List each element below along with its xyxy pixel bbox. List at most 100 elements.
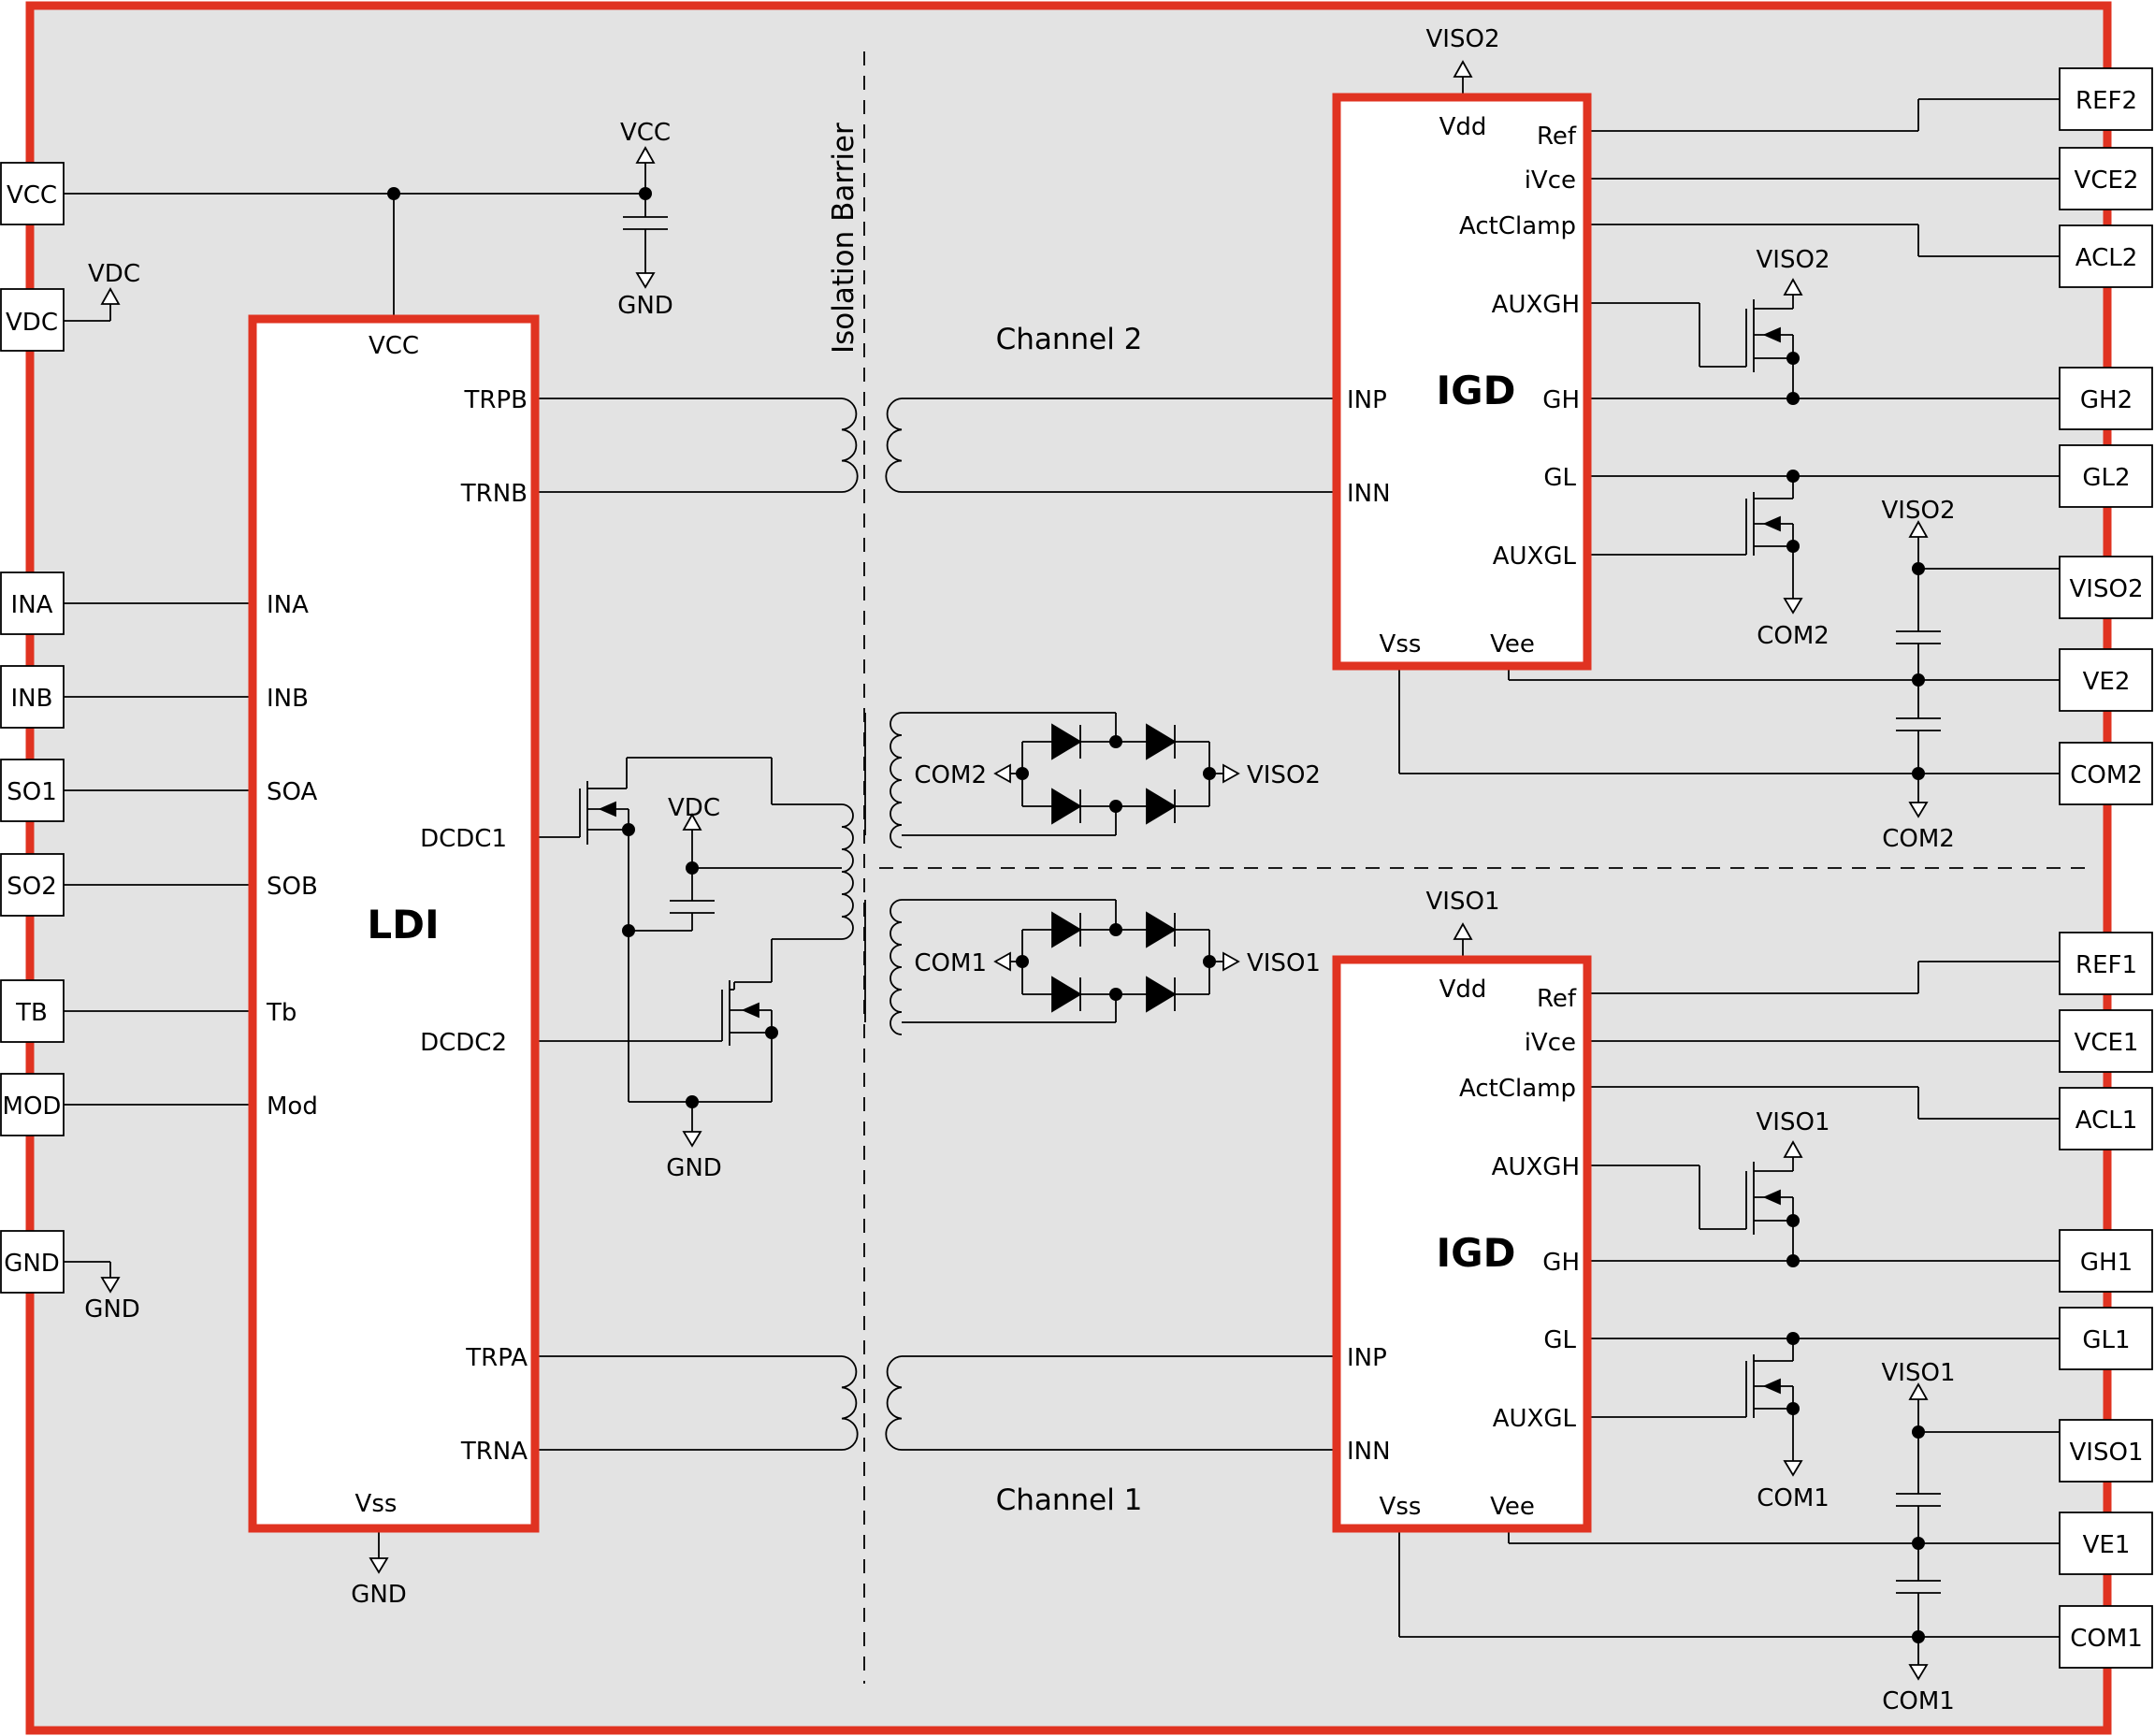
rect1-com-label: COM1 bbox=[914, 949, 987, 977]
channel-1-label: Channel 1 bbox=[996, 1483, 1143, 1517]
viso1-top-label: VISO1 bbox=[1426, 888, 1500, 916]
rail-gnd-label: GND bbox=[617, 292, 673, 320]
ldi-pin-vss: Vss bbox=[355, 1490, 398, 1518]
com1-auxgl-label: COM1 bbox=[1757, 1484, 1830, 1512]
igd1-pin-gh: GH bbox=[1542, 1249, 1580, 1277]
port-inb: INB bbox=[11, 685, 53, 713]
igd2-pin-ivce: iVce bbox=[1525, 166, 1576, 195]
rect1-viso-label: VISO1 bbox=[1247, 949, 1321, 977]
ldi-pin-trpb: TRPB bbox=[464, 386, 528, 414]
com1-cap-label: COM1 bbox=[1882, 1687, 1955, 1715]
right-ports-ch2: REF2 VCE2 ACL2 GH2 GL2 VISO2 VE2 COM2 bbox=[2059, 67, 2153, 805]
rail-gnd-ldi-label: GND bbox=[351, 1581, 407, 1609]
ldi-pin-sob: SOB bbox=[267, 873, 318, 901]
rail-gnd-dcdc-label: GND bbox=[666, 1154, 722, 1182]
port-vcc: VCC bbox=[7, 181, 57, 210]
left-ports: VCC VDC INA INB SO1 SO2 TB MOD GND bbox=[0, 162, 65, 1294]
viso1-cap-label: VISO1 bbox=[1882, 1359, 1956, 1387]
rail-labels: VCC GND VDC GND VDC GND GND bbox=[84, 119, 722, 1609]
viso2-top-label: VISO2 bbox=[1426, 25, 1500, 53]
igd1-pin-inp: INP bbox=[1347, 1344, 1387, 1372]
port-ve2: VE2 bbox=[2083, 668, 2131, 696]
igd2-chip: IGD Vdd Ref iVce ActClamp AUXGH GH GL AU… bbox=[1332, 93, 1592, 671]
igd1-pin-auxgl: AUXGL bbox=[1493, 1405, 1577, 1433]
ldi-pin-inb: INB bbox=[267, 685, 309, 713]
rail-gnd-left-label: GND bbox=[84, 1295, 140, 1324]
rail-vdc-label: VDC bbox=[88, 260, 140, 288]
igd1-pin-inn: INN bbox=[1347, 1438, 1391, 1466]
igd2-name: IGD bbox=[1437, 368, 1516, 413]
rect2-com-label: COM2 bbox=[914, 761, 987, 789]
channel-2-label: Channel 2 bbox=[996, 323, 1143, 356]
igd2-pin-actclamp: ActClamp bbox=[1459, 212, 1576, 240]
rectifier-ch1: COM1 VISO1 bbox=[864, 899, 1321, 1035]
ldi-pin-trpa: TRPA bbox=[465, 1344, 528, 1372]
ch2-output-wiring: VISO2 VISO2 COM2 VISO2 COM2 bbox=[1398, 25, 2060, 853]
rectifier-ch2: COM2 VISO2 bbox=[864, 712, 1321, 848]
igd1-pin-gl: GL bbox=[1543, 1326, 1576, 1354]
igd2-pin-vee: Vee bbox=[1490, 630, 1535, 658]
port-acl1: ACL1 bbox=[2075, 1107, 2138, 1135]
ldi-name: LDI bbox=[367, 902, 439, 948]
left-wiring bbox=[64, 146, 668, 1574]
port-ve1: VE1 bbox=[2083, 1531, 2131, 1559]
port-gl1: GL1 bbox=[2082, 1326, 2130, 1354]
port-ref2: REF2 bbox=[2075, 87, 2137, 115]
viso1-auxgh-label: VISO1 bbox=[1757, 1108, 1830, 1136]
port-vce2: VCE2 bbox=[2075, 166, 2139, 195]
igd1-chip: IGD Vdd Ref iVce ActClamp AUXGH GH GL AU… bbox=[1332, 955, 1592, 1533]
port-so2: SO2 bbox=[7, 873, 57, 901]
com2-auxgl-label: COM2 bbox=[1757, 622, 1830, 650]
igd1-pin-auxgh: AUXGH bbox=[1492, 1153, 1580, 1181]
rail-vcc-label: VCC bbox=[620, 119, 671, 147]
igd2-pin-vdd: Vdd bbox=[1439, 113, 1487, 141]
port-gnd: GND bbox=[4, 1250, 60, 1278]
ldi-pin-dcdc2: DCDC2 bbox=[420, 1029, 507, 1057]
port-acl2: ACL2 bbox=[2075, 244, 2138, 272]
transformer-ch2 bbox=[535, 398, 1349, 493]
isolation-barrier: Isolation Barrier bbox=[827, 51, 2095, 1684]
igd2-pin-gl: GL bbox=[1543, 464, 1576, 492]
port-vce1: VCE1 bbox=[2075, 1029, 2139, 1057]
igd2-pin-auxgh: AUXGH bbox=[1492, 291, 1580, 319]
rect2-viso-label: VISO2 bbox=[1247, 761, 1321, 789]
port-ref1: REF1 bbox=[2075, 951, 2137, 979]
ldi-pin-soa: SOA bbox=[267, 778, 318, 806]
port-mod: MOD bbox=[3, 1092, 62, 1121]
port-vdc: VDC bbox=[6, 309, 58, 337]
port-gl2: GL2 bbox=[2082, 464, 2130, 492]
viso2-auxgh-label: VISO2 bbox=[1757, 246, 1830, 274]
port-viso2: VISO2 bbox=[2070, 575, 2144, 603]
ch1-output-wiring: VISO1 VISO1 COM1 VISO1 COM1 bbox=[1398, 888, 2060, 1715]
ldi-pin-trnb: TRNB bbox=[460, 480, 528, 508]
right-ports-ch1: REF1 VCE1 ACL1 GH1 GL1 VISO1 VE1 COM1 bbox=[2059, 932, 2153, 1669]
isolation-barrier-label: Isolation Barrier bbox=[827, 123, 861, 354]
igd1-pin-ref: Ref bbox=[1537, 985, 1577, 1013]
ldi-pin-mod: Mod bbox=[267, 1092, 318, 1121]
com2-cap-label: COM2 bbox=[1882, 825, 1955, 853]
igd1-pin-ivce: iVce bbox=[1525, 1029, 1576, 1057]
port-gh2: GH2 bbox=[2080, 386, 2133, 414]
igd1-pin-vee: Vee bbox=[1490, 1493, 1535, 1521]
igd2-pin-inn: INN bbox=[1347, 480, 1391, 508]
viso2-cap-label: VISO2 bbox=[1882, 497, 1956, 525]
igd1-pin-actclamp: ActClamp bbox=[1459, 1075, 1576, 1103]
port-viso1: VISO1 bbox=[2070, 1439, 2144, 1467]
port-com2: COM2 bbox=[2070, 761, 2143, 789]
ldi-pin-vcc: VCC bbox=[369, 332, 419, 360]
dcdc-converter bbox=[535, 757, 854, 1148]
port-so1: SO1 bbox=[7, 778, 57, 806]
ldi-pin-ina: INA bbox=[267, 591, 309, 619]
transformer-ch1 bbox=[535, 1355, 1349, 1451]
ldi-pin-trna: TRNA bbox=[460, 1438, 528, 1466]
igd2-pin-ref: Ref bbox=[1537, 123, 1577, 151]
ldi-pin-tb: Tb bbox=[266, 999, 296, 1027]
igd1-pin-vss: Vss bbox=[1380, 1493, 1422, 1521]
ldi-pin-dcdc1: DCDC1 bbox=[420, 825, 507, 853]
port-gh1: GH1 bbox=[2080, 1249, 2133, 1277]
port-ina: INA bbox=[11, 591, 53, 619]
igd1-pin-vdd: Vdd bbox=[1439, 976, 1487, 1004]
igd2-pin-inp: INP bbox=[1347, 386, 1387, 414]
igd1-name: IGD bbox=[1437, 1230, 1516, 1276]
